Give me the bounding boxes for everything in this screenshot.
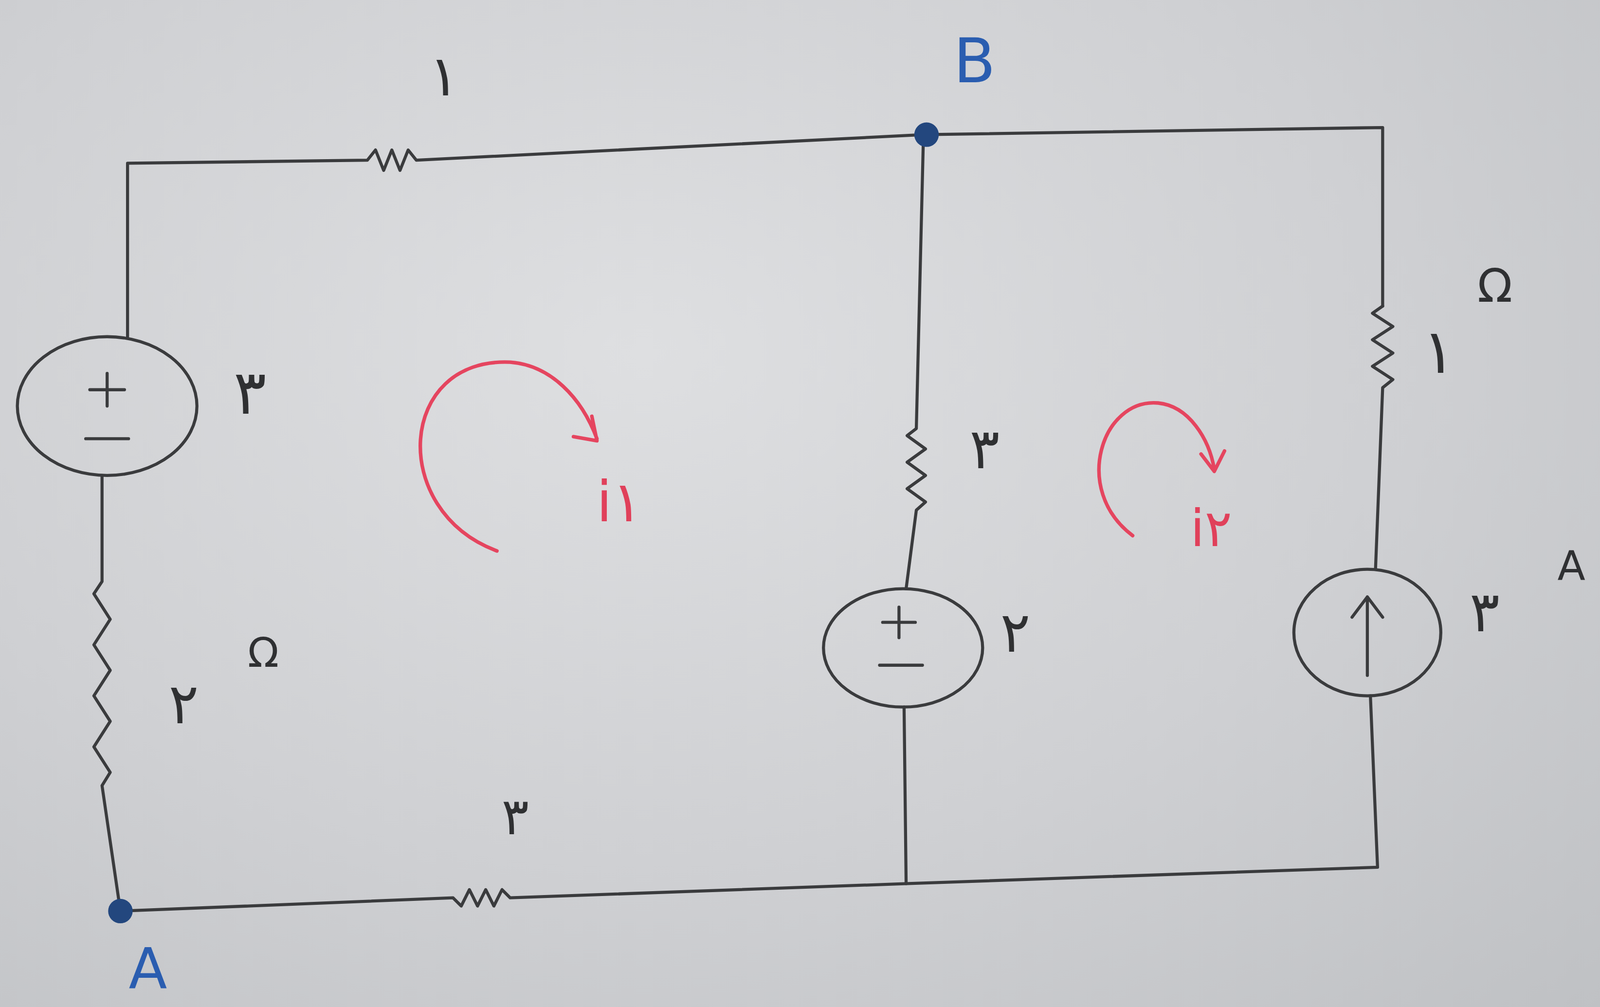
mesh-current-name: i۱ xyxy=(596,473,643,530)
node-dot xyxy=(914,122,939,147)
plus-minus-symbol xyxy=(85,373,129,439)
voltage-source xyxy=(823,588,983,708)
source-value: ۳ xyxy=(233,362,267,424)
resistance-value: ۱ xyxy=(428,48,459,105)
node-name: B xyxy=(953,30,996,92)
plus-minus-symbol xyxy=(879,606,923,665)
mesh-current-arrow xyxy=(420,362,598,551)
arrow-symbol xyxy=(1351,596,1383,675)
resistor-symbol xyxy=(93,475,121,911)
resistance-value: ۳ xyxy=(501,790,529,842)
mesh-current-name: i۲ xyxy=(1190,503,1232,555)
unit-symbol: Ω xyxy=(247,632,279,674)
source-value: ۳ xyxy=(1469,583,1500,640)
unit-symbol: A xyxy=(1557,545,1586,587)
wire xyxy=(904,707,907,884)
resistor-symbol xyxy=(906,134,926,589)
resistance-value: ۱ xyxy=(1422,321,1456,383)
wire xyxy=(120,695,1378,911)
node-name: A xyxy=(128,941,168,998)
current-source xyxy=(1293,569,1441,696)
source-value: ۲ xyxy=(1000,604,1031,661)
wire xyxy=(127,127,1383,337)
resistance-value: ۳ xyxy=(969,420,1000,477)
resistor-symbol xyxy=(1372,306,1393,570)
resistance-value: ۲ xyxy=(168,675,199,732)
unit-symbol: Ω xyxy=(1477,262,1513,309)
voltage-source xyxy=(17,336,198,476)
node-dot xyxy=(108,898,133,924)
